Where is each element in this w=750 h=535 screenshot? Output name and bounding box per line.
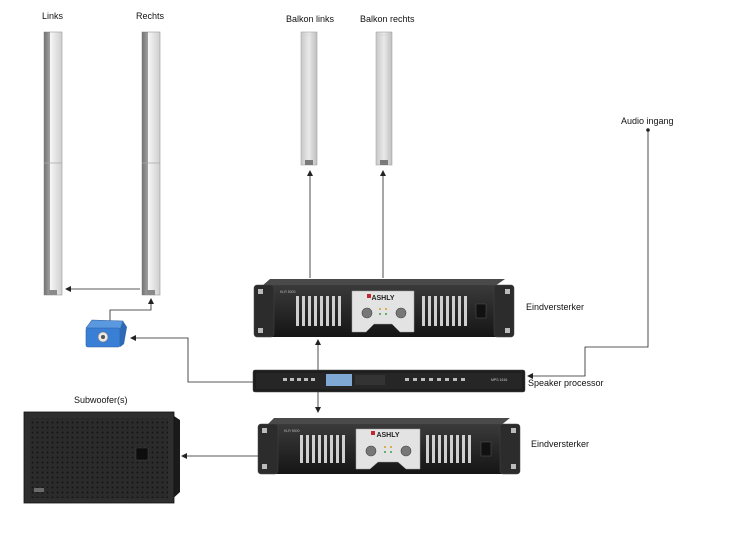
amp-top-knob-left[interactable] — [361, 307, 373, 319]
amp-top-knob-right[interactable] — [395, 307, 407, 319]
label-rechts: Rechts — [136, 11, 165, 21]
amp-top-brand: ASHLY — [371, 295, 394, 302]
amp-bottom-knob-right[interactable] — [400, 445, 412, 457]
amp-top-power-switch[interactable] — [475, 303, 487, 319]
wire-audio-input — [527, 131, 649, 379]
amp-bottom-knob-left[interactable] — [365, 445, 377, 457]
speaker-balkon-rechts — [375, 31, 393, 166]
label-subwoofers: Subwoofer(s) — [74, 395, 128, 405]
processor-display — [326, 374, 352, 386]
wire-adapter-to-rechts — [109, 298, 154, 321]
amp-bottom-brand: ASHLY — [376, 432, 399, 439]
label-speaker-processor: Speaker processor — [528, 378, 604, 388]
speaker-processor: MPS 1616 — [252, 369, 526, 393]
label-eindversterker-bottom: Eindversterker — [531, 439, 590, 449]
processor-model: MPS 1616 — [491, 378, 507, 382]
adapter-box — [85, 319, 127, 348]
label-audio-ingang: Audio ingang — [621, 116, 674, 126]
amp-top-model: KLR 5000 — [280, 290, 296, 294]
amplifier-bottom: ASHLY KLR 5000 — [257, 418, 521, 475]
label-eindversterker-top: Eindversterker — [526, 302, 585, 312]
label-links: Links — [42, 11, 64, 21]
amplifier-top: ASHLY KLR 5000 — [253, 279, 515, 338]
amp-bottom-power-switch[interactable] — [480, 441, 492, 457]
wire-processor-to-adapter — [130, 335, 253, 383]
speaker-rechts — [141, 31, 161, 296]
amp-bottom-model: KLR 5000 — [284, 429, 300, 433]
label-balkon-links: Balkon links — [286, 14, 335, 24]
wires — [65, 131, 649, 459]
label-balkon-rechts: Balkon rechts — [360, 14, 415, 24]
subwoofer — [23, 411, 180, 504]
speaker-balkon-links — [300, 31, 318, 166]
speaker-links — [43, 31, 63, 296]
audio-input-point — [646, 128, 650, 132]
